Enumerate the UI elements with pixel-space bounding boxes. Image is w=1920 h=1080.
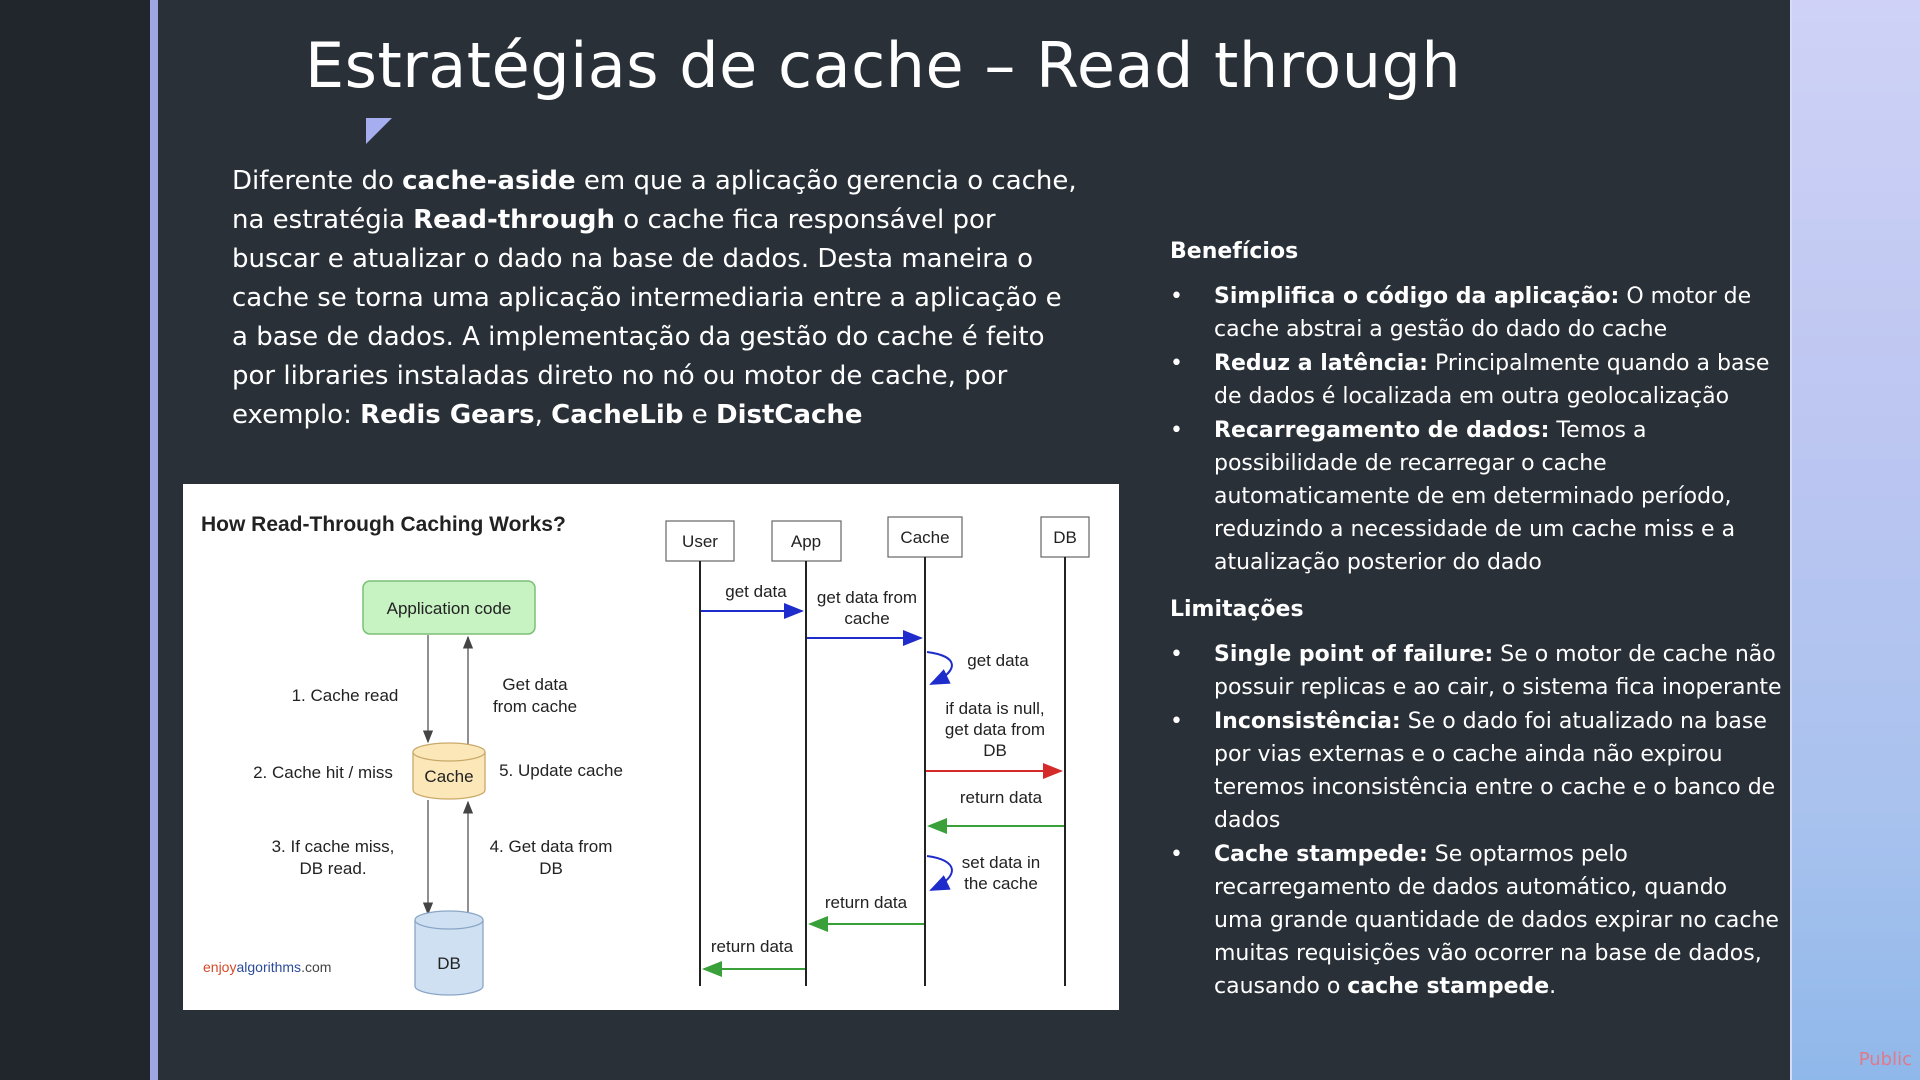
msg-return-data-db: return data	[960, 788, 1043, 807]
msg-set-data: the cache	[964, 874, 1038, 893]
msg-get-data-from-cache: cache	[844, 609, 889, 628]
step2-label: 2. Cache hit / miss	[253, 763, 393, 782]
benefit-label: Reduz a latência:	[1214, 351, 1428, 376]
limitation-item: Cache stampede: Se optarmos pelo recarre…	[1170, 838, 1782, 1003]
cache-cylinder	[412, 752, 486, 800]
self-arrow-get-data	[926, 651, 953, 685]
limitations-list: Single point of failure: Se o motor de c…	[1170, 638, 1782, 1003]
msg-if-null: get data from	[945, 720, 1045, 739]
db-cylinder	[414, 920, 484, 996]
limitation-item: Inconsistência: Se o dado foi atualizado…	[1170, 705, 1782, 837]
intro-bold: Read-through	[413, 205, 616, 235]
msg-return-data-cache: return data	[825, 893, 908, 912]
step1-label: 1. Cache read	[292, 686, 399, 705]
step4-label: 4. Get data from	[490, 837, 613, 856]
diagram-title: How Read-Through Caching Works?	[201, 513, 566, 536]
step3-label: DB read.	[299, 859, 366, 878]
intro-text: Diferente do	[232, 166, 403, 196]
right-decor-panel	[1792, 0, 1920, 1080]
intro-text: o cache fica responsável por buscar e at…	[232, 205, 1062, 430]
limitation-label: Single point of failure:	[1214, 642, 1494, 667]
lane-label-app: App	[791, 532, 821, 551]
msg-set-data: set data in	[962, 853, 1040, 872]
benefit-item: Simplifica o código da aplicação: O moto…	[1170, 280, 1782, 346]
intro-bold: CacheLib	[551, 400, 684, 430]
step5-label: 5. Update cache	[499, 761, 623, 780]
benefits-limitations-panel: Benefícios Simplifica o código da aplica…	[1170, 235, 1782, 1017]
limitation-text: Se o motor de cache não possuir replicas…	[1214, 642, 1782, 700]
benefit-item: Recarregamento de dados: Temos a possibi…	[1170, 414, 1782, 579]
limitation-text: Se o dado foi atualizado na base por via…	[1214, 709, 1776, 833]
left-band	[0, 0, 150, 1080]
benefit-text: Temos a possibilidade de recarregar o ca…	[1214, 418, 1736, 575]
get-from-cache-label: from cache	[493, 697, 577, 716]
classification-tag: Public	[1858, 1049, 1912, 1070]
benefit-item: Reduz a latência: Principalmente quando …	[1170, 347, 1782, 413]
limitation-label: Inconsistência:	[1214, 709, 1401, 734]
benefit-text: O motor de cache abstrai a gestão do dad…	[1214, 284, 1752, 342]
get-from-cache-label: Get data	[502, 675, 568, 694]
benefit-label: Recarregamento de dados:	[1214, 418, 1550, 443]
application-code-box	[362, 580, 536, 635]
intro-text: em que a aplicação gerencia o cache, na …	[232, 166, 1077, 235]
read-through-diagram: How Read-Through Caching Works? Applicat…	[183, 484, 1119, 1010]
intro-bold: cache-aside	[402, 166, 576, 196]
intro-paragraph: Diferente do cache-aside em que a aplica…	[232, 162, 1082, 435]
intro-bold: DistCache	[715, 400, 863, 430]
limitation-tail: .	[1549, 974, 1557, 999]
intro-text: ,	[534, 400, 552, 430]
limitation-bold-term: cache stampede	[1347, 974, 1550, 999]
msg-if-null: if data is null,	[945, 699, 1044, 718]
limitation-label: Cache stampede:	[1214, 842, 1428, 867]
intro-bold: Redis Gears	[360, 400, 535, 430]
msg-self-get-data: get data	[967, 651, 1029, 670]
msg-if-null: DB	[983, 741, 1007, 760]
cache-label: Cache	[424, 767, 473, 786]
lane-box-cache	[887, 516, 963, 558]
brand-watermark: enjoyalgorithms.com	[203, 959, 331, 975]
left-accent-bar	[150, 0, 158, 1080]
step4-label: DB	[539, 859, 563, 878]
cache-cylinder-top	[412, 742, 486, 762]
limitations-heading: Limitações	[1170, 597, 1304, 622]
intro-text: e	[683, 400, 716, 430]
benefits-heading: Benefícios	[1170, 239, 1299, 264]
benefit-label: Simplifica o código da aplicação:	[1214, 284, 1620, 309]
benefit-text: Principalmente quando a base de dados é …	[1214, 351, 1770, 409]
lane-box-user	[665, 520, 735, 562]
benefits-list: Simplifica o código da aplicação: O moto…	[1170, 280, 1782, 579]
slide-title: Estratégias de cache – Read through	[305, 29, 1462, 102]
self-arrow-set-data	[926, 855, 953, 891]
step3-label: 3. If cache miss,	[272, 837, 395, 856]
limitation-item: Single point of failure: Se o motor de c…	[1170, 638, 1782, 704]
lane-label-db: DB	[1053, 528, 1077, 547]
lane-label-user: User	[682, 532, 718, 551]
db-label: DB	[437, 954, 461, 973]
msg-get-data: get data	[725, 582, 787, 601]
limitation-text: Se optarmos pelo recarregamento de dados…	[1214, 842, 1779, 999]
msg-get-data-from-cache: get data from	[817, 588, 917, 607]
application-code-label: Application code	[387, 599, 512, 618]
msg-return-data-app: return data	[711, 937, 794, 956]
db-cylinder-top	[414, 910, 484, 930]
lane-label-cache: Cache	[900, 528, 949, 547]
title-triangle-mark	[366, 118, 392, 144]
